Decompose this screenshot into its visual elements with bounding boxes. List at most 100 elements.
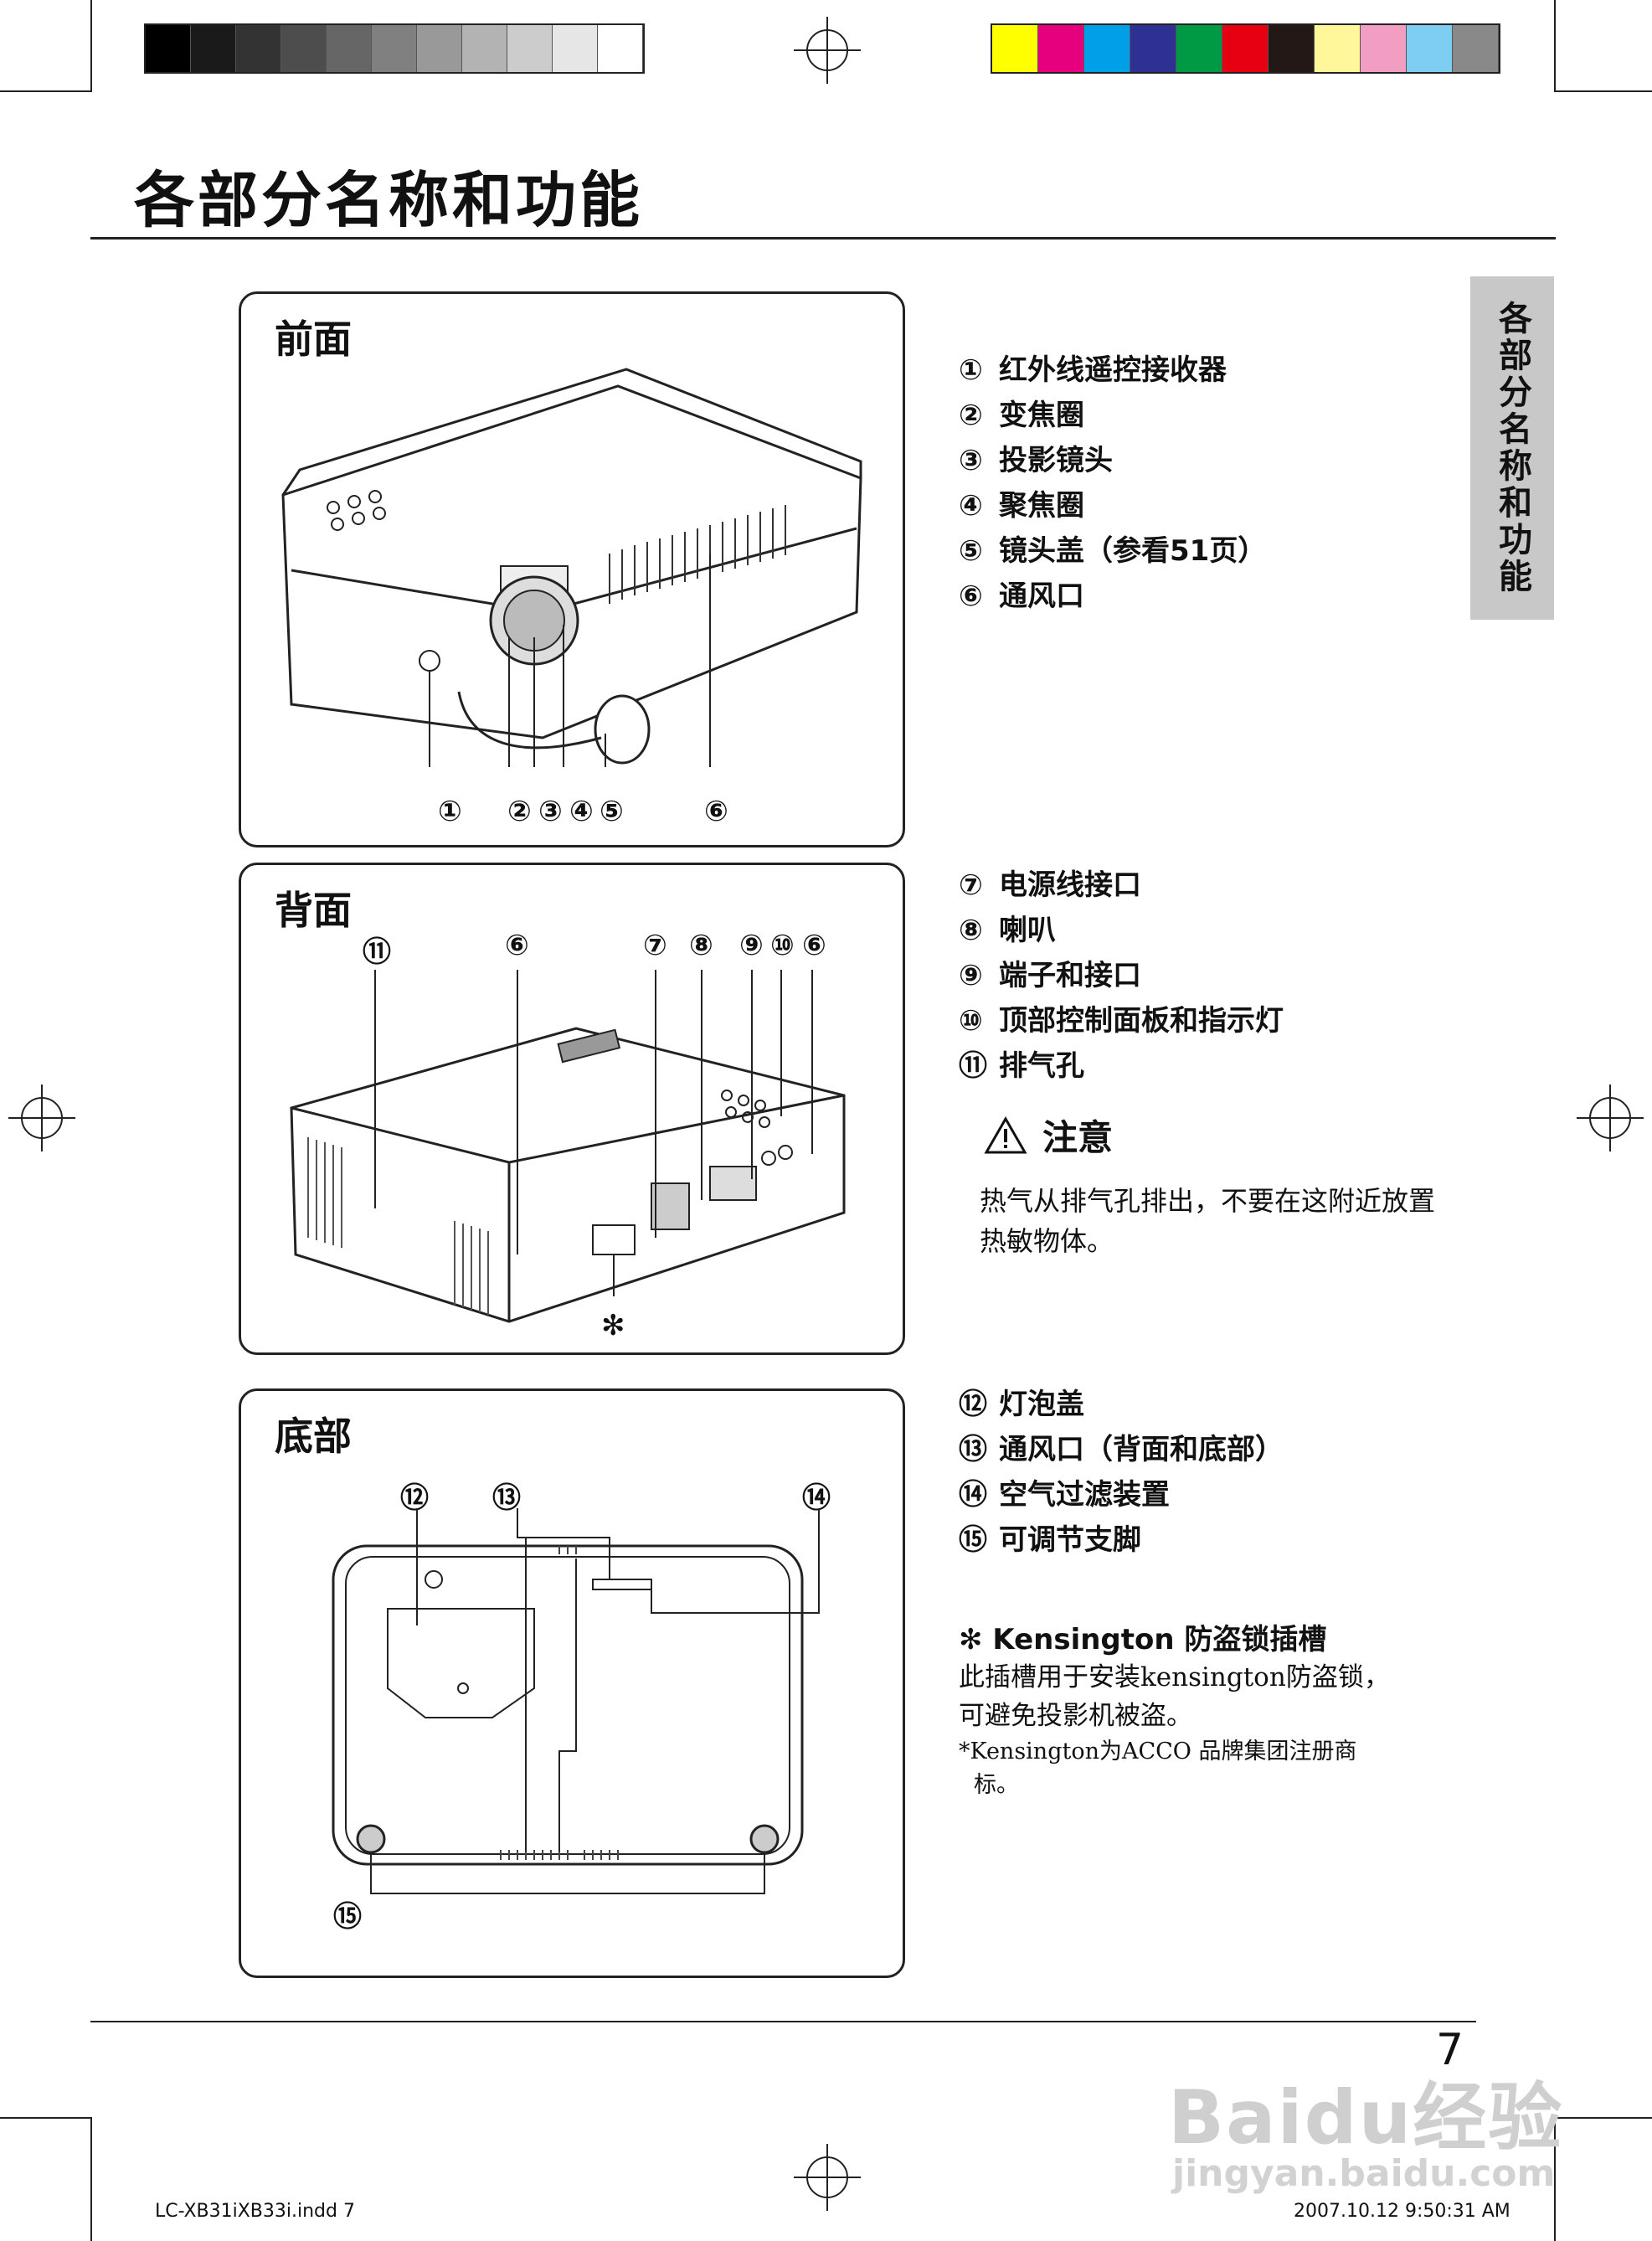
page-number: 7 [1436,2025,1464,2075]
back-callout-6b: ⑥ [802,929,826,962]
color-swatch [1269,25,1315,72]
legend-item: ⑥ 通风口 [959,574,1266,619]
caution-title: 注意 [1042,1117,1114,1158]
baidu-watermark: Baidu经验 [1168,2074,1564,2161]
front-callout-2: ② [507,795,532,828]
legend-label: 排气孔 [999,1049,1084,1083]
kensington-line-2: 可避免投影机被盗。 [959,1701,1192,1731]
gray-swatch [327,25,372,72]
back-kensington-asterisk: ✻ [601,1309,625,1342]
bottom-callout-12: ⑫ [400,1481,429,1515]
footer-timestamp: 2007.10.12 9:50:31 AM [1294,2201,1510,2222]
bottom-callout-14: ⑭ [802,1481,831,1515]
caution-body: 热气从排气孔排出，不要在这附近放置热敏物体。 [980,1185,1436,1257]
projector-back-illustration [290,970,846,1323]
front-panel-title: 前面 [275,317,352,362]
footer-file-name: LC-XB31iXB33i.indd 7 [155,2201,355,2222]
registration-mark-right [1577,1084,1644,1151]
legend-number: ④ [959,489,983,523]
crop-mark [0,90,92,92]
color-swatch [992,25,1038,72]
back-panel: 背面 ⑪ ⑥ ⑦ ⑧ ⑨ ⑩ ⑥ [239,863,905,1355]
bottom-callout-13: ⑬ [492,1481,521,1515]
kensington-line-4: 标。 [974,1772,1019,1798]
color-swatch [1315,25,1361,72]
legend-item: ⑤ 镜头盖（参看51页） [959,528,1266,574]
registration-mark-bottom [794,2144,861,2211]
legend-item: ④ 聚焦圈 [959,483,1266,528]
legend-item: ⑧ 喇叭 [959,908,1284,953]
legend-label: 灯泡盖 [999,1388,1084,1421]
legend-number: ⑫ [959,1388,987,1421]
bottom-panel-title: 底部 [275,1414,352,1459]
legend-item: ⑫ 灯泡盖 [959,1382,1284,1427]
legend-number: ⑨ [959,959,983,992]
crop-mark [1554,2117,1556,2241]
legend-number: ② [959,399,983,432]
bottom-panel: 底部 ⑫ ⑬ ⑭ ⑮ [239,1388,905,1978]
front-callout-5: ⑤ [600,795,624,828]
gray-swatch [417,25,462,72]
title-rule [90,237,1556,240]
legend-number: ⑧ [959,914,983,947]
back-callout-7: ⑦ [643,929,667,962]
gray-swatch [598,25,643,72]
front-callout-1: ① [438,795,462,828]
caution-heading: 注意 [984,1110,1113,1161]
color-swatch [1222,25,1269,72]
legend-label: 聚焦圈 [999,489,1084,523]
footer-rule [90,2021,1476,2022]
crop-mark [1554,90,1652,92]
legend-label: 投影镜头 [999,444,1113,477]
legend-number: ⑤ [959,534,983,568]
gray-swatch [462,25,507,72]
color-swatch [1176,25,1222,72]
legend-label: 变焦圈 [999,399,1084,432]
gray-swatch [507,25,553,72]
registration-mark-top [794,17,861,84]
gray-swatch [372,25,417,72]
kensington-line-1: 此插槽用于安装kensington防盗锁， [959,1662,1390,1692]
back-callout-9: ⑨ [739,929,764,962]
legend-number: ⑥ [959,580,983,613]
side-tab: 各部分名称和功能 [1470,276,1554,620]
projector-front-illustration [281,368,862,767]
crop-mark [90,2117,92,2241]
back-callout-6a: ⑥ [505,929,529,962]
legend-label: 通风口 [999,580,1084,613]
crop-mark [1554,0,1556,92]
legend-label: 端子和接口 [999,959,1141,992]
legend-label: 红外线遥控接收器 [999,353,1227,387]
front-panel: 前面 [239,291,905,847]
legend-label: 空气过滤装置 [999,1478,1170,1512]
page-title: 各部分名称和功能 [134,165,644,235]
gray-swatch [281,25,327,72]
legend-label: 镜头盖（参看51页） [999,534,1267,568]
legend-number: ⑭ [959,1478,987,1512]
back-callout-8: ⑧ [689,929,713,962]
back-callout-11: ⑪ [363,935,391,969]
color-swatch [1130,25,1176,72]
legend-label: 喇叭 [999,914,1056,947]
legend-number: ⑩ [959,1004,983,1038]
kensington-title: ✻ Kensington 防盗锁插槽 [959,1623,1327,1656]
legend-label: 电源线接口 [999,868,1141,902]
crop-mark [90,0,92,92]
gray-swatch [191,25,236,72]
back-panel-title: 背面 [275,888,352,933]
color-swatch [1038,25,1084,72]
color-swatch [1453,25,1499,72]
crop-mark [0,2117,92,2119]
crop-mark [1554,2117,1652,2119]
legend-label: 可调节支脚 [999,1523,1141,1557]
color-swatch [1084,25,1130,72]
registration-mark-left [8,1084,75,1151]
gray-swatch [236,25,281,72]
